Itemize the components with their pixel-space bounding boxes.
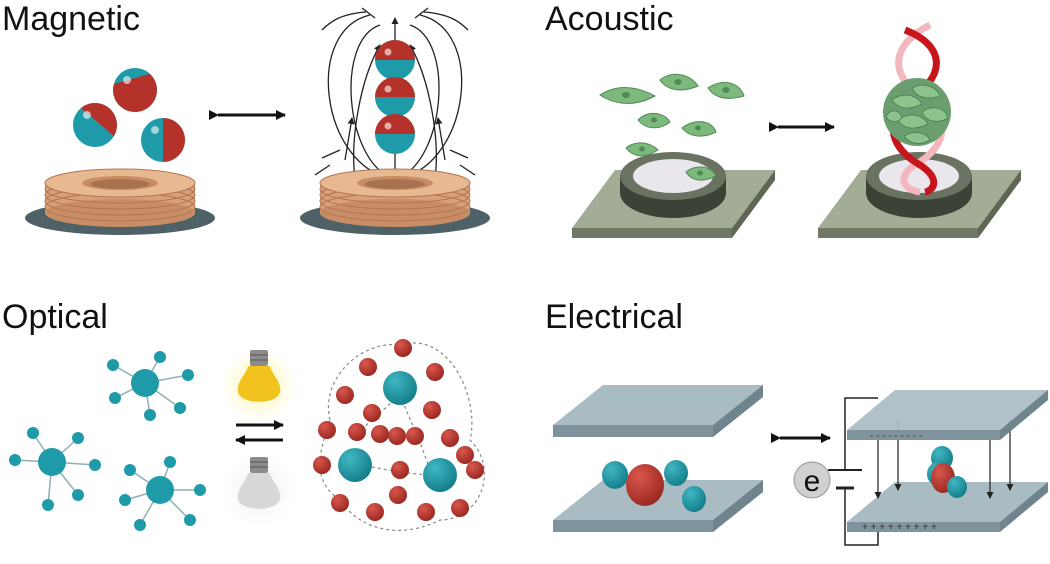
star-cluster — [119, 456, 206, 531]
electrical-right-top-plate — [847, 390, 1048, 440]
magnetic-right-coil — [300, 168, 490, 235]
star-cluster — [9, 427, 101, 511]
electrical-right-particles — [927, 446, 967, 498]
optical-assembled-network — [313, 339, 486, 531]
electron-source-badge: e — [793, 461, 831, 499]
electrical-circuit-wire — [828, 397, 879, 546]
light-bulb-off-icon — [221, 452, 297, 528]
electrical-left-particles — [602, 460, 706, 512]
electrical-title: Electrical — [545, 298, 683, 336]
electron-label: e — [804, 465, 821, 498]
magnetic-particle — [141, 118, 185, 162]
acoustic-right-base — [818, 152, 1021, 238]
optical-title: Optical — [2, 298, 108, 336]
acoustic-cells — [599, 73, 745, 181]
magnetic-left-coil — [25, 168, 215, 235]
magnetic-particle-stack — [375, 40, 415, 154]
acoustic-cell-spheroid — [883, 78, 951, 146]
electrical-right-bottom-plate — [847, 482, 1048, 532]
star-cluster — [107, 351, 194, 421]
acoustic-title: Acoustic — [545, 0, 674, 38]
acoustic-left-base — [572, 152, 775, 238]
electrical-left-top-plate — [553, 385, 763, 437]
svg-text:- - - - - - - - -: - - - - - - - - - — [870, 431, 922, 442]
light-bulb-on-icon — [221, 347, 297, 423]
plate-charge-marks: - - - - - - - - - + + + + + + + + + — [862, 431, 937, 533]
svg-text:+ + + + + + + + +: + + + + + + + + + — [862, 522, 937, 533]
light-switch-arrows — [235, 420, 284, 445]
magnetic-title: Magnetic — [2, 0, 140, 38]
magnetic-particle — [113, 68, 157, 112]
optical-free-clusters — [9, 351, 206, 531]
